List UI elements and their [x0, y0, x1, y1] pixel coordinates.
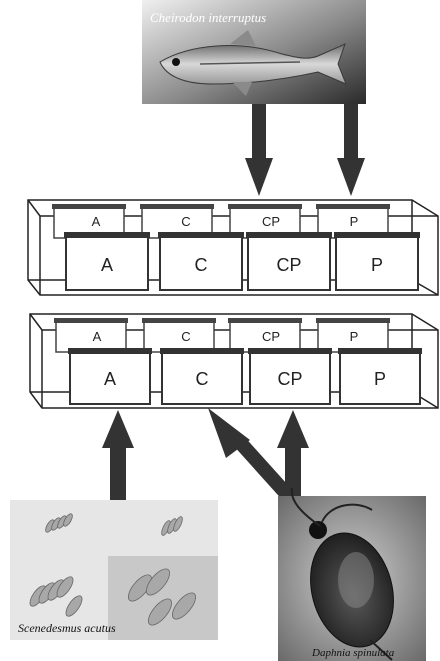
front-label-a: A — [104, 369, 116, 389]
algae-caption: Scenedesmus acutus — [18, 621, 116, 635]
front-container: A — [64, 232, 150, 291]
fish-icon — [159, 30, 347, 96]
daphnia-caption: Daphnia spinulata — [311, 647, 395, 659]
arrow-daphnia-to-cp — [277, 410, 309, 498]
back-label-p: P — [350, 214, 359, 229]
back-label-cp: CP — [262, 329, 280, 344]
front-label-p: P — [374, 369, 386, 389]
front-container: A — [68, 348, 152, 405]
arrow-fish-to-p — [337, 104, 365, 196]
daphnia-photo: Daphnia spinulata — [278, 487, 426, 661]
fish-photo: Cheirodon interruptus — [142, 0, 366, 104]
arrow-daphnia-to-c — [208, 408, 296, 504]
front-container: C — [160, 348, 244, 405]
algae-photo: Scenedesmus acutus — [10, 500, 218, 640]
back-container: C — [142, 318, 216, 353]
back-label-a: A — [92, 214, 101, 229]
back-container: CP — [228, 318, 302, 353]
back-container: P — [316, 318, 390, 353]
back-label-p: P — [350, 329, 359, 344]
front-label-c: C — [196, 369, 209, 389]
back-label-c: C — [181, 214, 190, 229]
back-label-c: C — [181, 329, 190, 344]
daphnia-icon — [290, 487, 394, 661]
front-container: P — [334, 232, 420, 291]
front-container: CP — [248, 348, 332, 405]
back-label-cp: CP — [262, 214, 280, 229]
tank-lower: A C CP P A C CP — [29, 313, 439, 409]
back-container: A — [54, 318, 128, 353]
front-container: P — [338, 348, 422, 405]
front-container: CP — [246, 232, 332, 291]
front-label-cp: CP — [276, 255, 301, 275]
front-label-a: A — [101, 255, 113, 275]
back-label-a: A — [93, 329, 102, 344]
tank-upper: A C CP P A C CP — [27, 199, 439, 296]
arrow-fish-to-cp — [245, 104, 273, 196]
front-label-p: P — [371, 255, 383, 275]
front-label-cp: CP — [277, 369, 302, 389]
algae-cells-icon — [29, 513, 196, 626]
front-container: C — [158, 232, 244, 291]
front-label-c: C — [195, 255, 208, 275]
fish-caption: Cheirodon interruptus — [150, 10, 266, 25]
arrow-algae-to-a — [102, 410, 134, 500]
